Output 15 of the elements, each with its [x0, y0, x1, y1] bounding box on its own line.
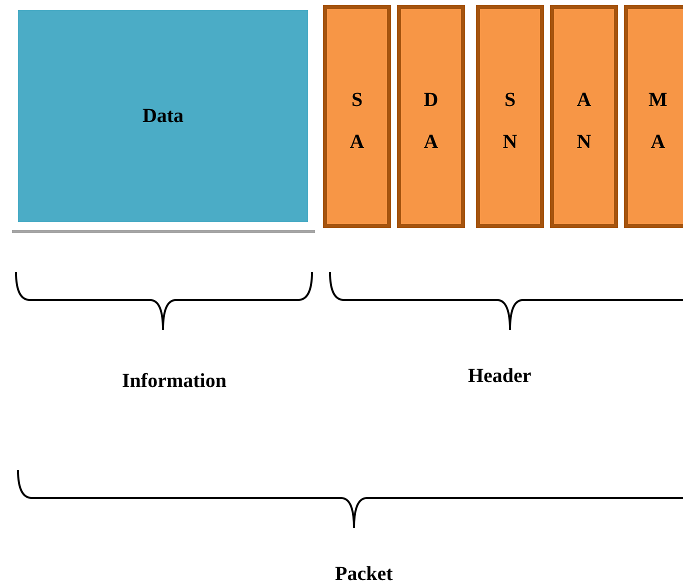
data-box — [18, 10, 308, 222]
bracket-label: Packet — [335, 563, 393, 586]
bracket-label: Information — [122, 370, 226, 393]
header-field-box — [397, 5, 465, 228]
box-label: S N — [502, 88, 518, 155]
box-label: D A — [422, 88, 440, 155]
header-field-box — [624, 5, 683, 228]
header-field-box — [476, 5, 544, 228]
box-label: Data — [142, 104, 184, 128]
header-field-box — [550, 5, 618, 228]
box-label: S A — [348, 88, 366, 155]
box-label: A N — [576, 88, 592, 155]
header-field-box — [323, 5, 391, 228]
bracket-label: Header — [468, 365, 532, 388]
box-label: M A — [648, 88, 668, 155]
